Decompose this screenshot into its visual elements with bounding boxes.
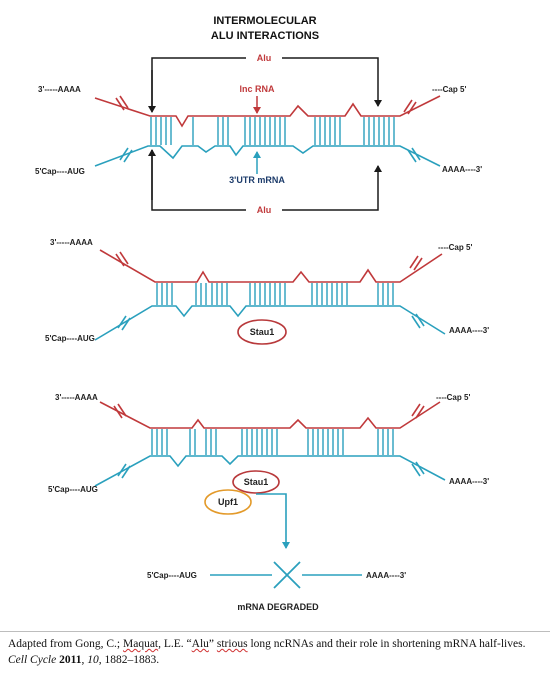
base-pair-rungs [150, 117, 395, 145]
p2-red-left-label: 3'-----AAAA [50, 238, 93, 247]
mrna-degraded-label: mRNA DEGRADED [237, 602, 319, 612]
caption-part-3: ” [208, 638, 217, 650]
figure-caption: Adapted from Gong, C.; Maquat, L.E. “Alu… [8, 636, 544, 668]
panel-upf1-recruitment: 3'-----AAAA ----Cap 5' 5'Cap----AUG AAAA… [48, 393, 489, 549]
p2-lnc-rna-strand [99, 249, 443, 283]
alu-bottom-label: Alu [257, 205, 272, 215]
p3-red-left-label: 3'-----AAAA [55, 393, 98, 402]
degraded-right-label: AAAA----3' [366, 571, 406, 580]
caption-part-4: long ncRNAs and their role in shortening… [247, 638, 526, 650]
p2-stau1-protein [237, 319, 287, 345]
alu-top-label: Alu [257, 53, 272, 63]
alu-interaction-diagram: INTERMOLECULAR ALU INTERACTIONS Alu lnc … [35, 15, 489, 612]
cleavage-cross-b [273, 561, 301, 589]
panel-intermolecular-pairing: Alu lnc RNA [35, 53, 482, 215]
p2-base-pair-rungs [156, 283, 394, 305]
lnc-rna-label: lnc RNA [239, 84, 275, 94]
caption-volume: 10 [87, 654, 99, 666]
p2-blue-left-label: 5'Cap----AUG [45, 334, 95, 343]
caption-maquat: Maquat [122, 638, 159, 650]
p1-red-right-label: ----Cap 5' [432, 85, 466, 94]
caption-part-5: , [81, 654, 88, 666]
p3-lnc-rna-strand [99, 401, 441, 429]
caption-part-2: , L.E. “ [158, 638, 192, 650]
p3-blue-left-label: 5'Cap----AUG [48, 485, 98, 494]
utr-mrna-label: 3'UTR mRNA [229, 175, 285, 185]
p3-blue-right-label: AAAA----3' [449, 477, 489, 486]
mrna-3utr-strand [94, 145, 441, 167]
p3-stau1-label: Stau1 [244, 477, 269, 487]
alu-top-bracket-right [282, 57, 382, 107]
alu-top-bracket-left [151, 57, 246, 110]
caption-divider [0, 631, 550, 632]
caption-alu: Alu [191, 638, 209, 650]
alu-bottom-bracket-right [282, 165, 382, 211]
caption-part-6: , 1882–1883. [98, 654, 160, 666]
degradation-arrow [256, 493, 290, 549]
caption-part-1: Adapted from Gong, C.; [8, 638, 123, 650]
p2-mrna-strand [94, 305, 446, 341]
title-line-2: ALU INTERACTIONS [211, 30, 319, 42]
p1-blue-left-label: 5'Cap----AUG [35, 167, 85, 176]
upf1-label: Upf1 [218, 497, 238, 507]
degraded-mrna: 5'Cap----AUG AAAA----3' mRNA DEGRADED [147, 561, 406, 612]
p2-stau1-label: Stau1 [250, 327, 275, 337]
p3-base-pair-rungs [151, 429, 394, 455]
caption-strious: strious [216, 638, 248, 650]
p2-red-right-label: ----Cap 5' [438, 243, 472, 252]
title-line-1: INTERMOLECULAR [213, 15, 316, 27]
degraded-left-label: 5'Cap----AUG [147, 571, 197, 580]
caption-year: 2011 [59, 654, 82, 666]
p3-red-right-label: ----Cap 5' [436, 393, 470, 402]
p1-red-left-label: 3'-----AAAA [38, 85, 81, 94]
p3-mrna-strand [94, 455, 446, 487]
lnc-rna-strand [94, 95, 441, 128]
p2-blue-right-label: AAAA----3' [449, 326, 489, 335]
upf1-protein [204, 489, 252, 515]
caption-journal: Cell Cycle [8, 654, 57, 666]
p1-blue-right-label: AAAA----3' [442, 165, 482, 174]
panel-stau1-binding: 3'-----AAAA ----Cap 5' 5'Cap----AUG AAAA… [45, 238, 489, 345]
p3-stau1-protein [232, 470, 280, 494]
